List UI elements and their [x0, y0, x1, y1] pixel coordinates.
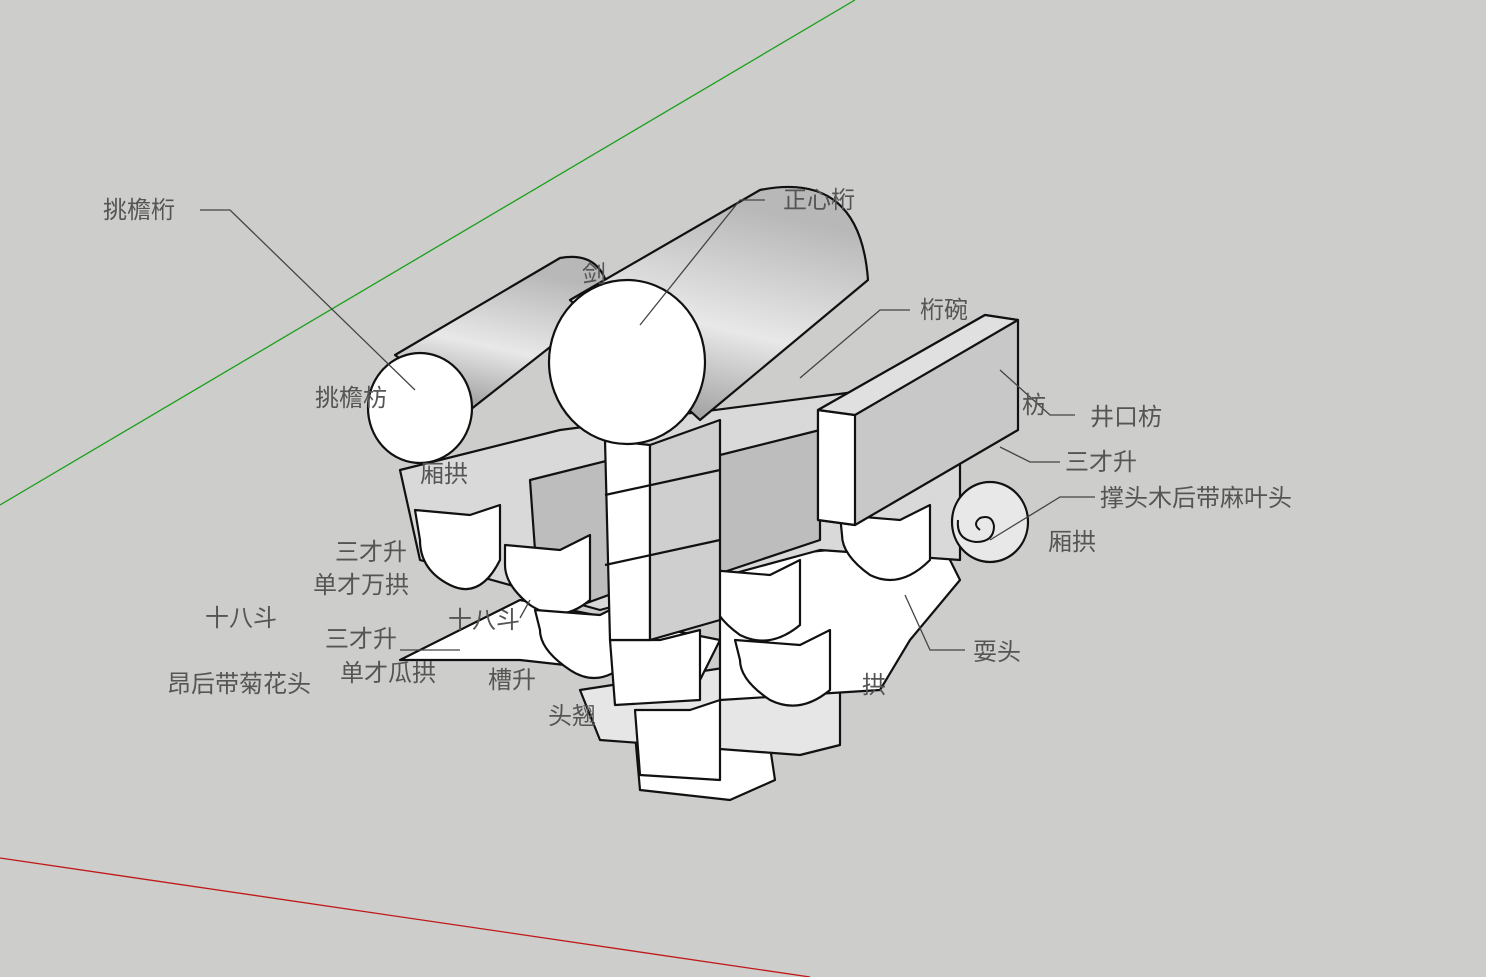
green-axis: [0, 0, 856, 506]
annotation-labels: 挑檐桁 正心桁 剑 桁碗 挑檐枋 枋 井口枋 三才升 撑头木后带麻叶头 厢拱 耍…: [103, 186, 1292, 730]
label-tou-qiao: 头翘: [548, 702, 596, 730]
red-axis: [0, 857, 811, 977]
label-heng-wan: 桁碗: [920, 296, 968, 324]
label-sancai-sheng-left-1: 三才升: [335, 538, 407, 566]
label-shiba-dou-2: 十八斗: [448, 606, 520, 634]
label-xiang-gong-left: 厢拱: [420, 460, 468, 488]
label-tiaoyan-heng: 挑檐桁: [103, 196, 175, 224]
label-tiaoyan-fang: 挑檐枋: [315, 384, 387, 412]
label-jingkou-fang: 井口枋: [1090, 403, 1162, 431]
dougong-model: [366, 185, 1030, 802]
label-shiba-dou-1: 十八斗: [205, 604, 277, 632]
leader-lines: [200, 199, 1095, 651]
label-gong-partial: 拱: [862, 671, 886, 699]
label-fang-partial: 枋: [1022, 391, 1046, 419]
label-ang-hou: 昂后带菊花头: [167, 670, 311, 698]
label-dancai-wangong: 单才万拱: [313, 571, 409, 599]
label-sancai-sheng-left-2: 三才升: [325, 625, 397, 653]
label-shua-tou: 耍头: [973, 638, 1021, 666]
label-dancai-guagong: 单才瓜拱: [340, 659, 436, 687]
label-jian: 剑: [582, 260, 606, 288]
label-chengtoumu: 撑头木后带麻叶头: [1100, 484, 1292, 512]
label-sancai-sheng-right: 三才升: [1065, 448, 1137, 476]
label-xiang-gong-right: 厢拱: [1048, 528, 1096, 556]
label-cao-sheng: 槽升: [488, 666, 536, 694]
label-zhengxin-heng: 正心桁: [783, 186, 855, 214]
